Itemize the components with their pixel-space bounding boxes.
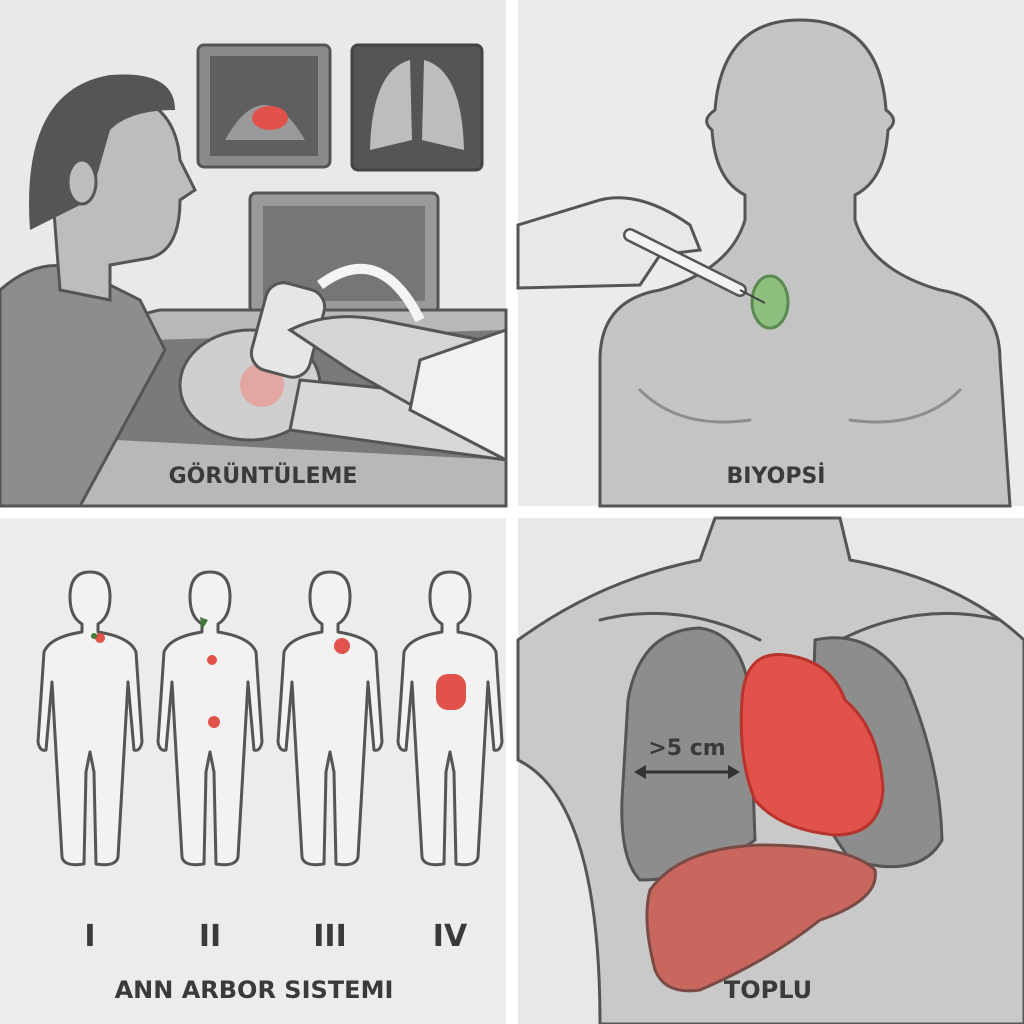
figure-stage-4 [396,570,504,867]
patient-silhouette [598,18,1012,508]
tumor-on-ultrasound [252,106,288,130]
figure-stage-1 [36,570,144,867]
lymph-node [750,274,790,330]
stage-figures [36,570,504,867]
bulky-label: TOPLU [724,976,812,1004]
bulky-scene: >5 cm TOPLU [516,516,1024,1024]
doctor-hair [29,74,175,230]
measure-label: >5 cm [648,736,725,761]
biopsy-label: BIYOPSİ [727,463,826,489]
biopsy-scene: BIYOPSİ [516,18,1012,508]
bulky-mass [739,653,885,837]
imaging-scene: GÖRÜNTÜLEME [0,43,508,508]
staging-label: ANN ARBOR SISTEMI [115,976,394,1004]
imaging-label: GÖRÜNTÜLEME [169,463,358,489]
figure-stage-2 [156,570,264,867]
syringe [625,230,745,295]
figure-stage-3 [276,570,384,867]
stage-label-1: I [84,919,95,954]
stage-label-4: IV [433,919,468,954]
stage-label-3: III [313,919,347,954]
xray-monitor [350,43,484,172]
stage-label-2: II [199,919,221,954]
liver [645,843,877,993]
